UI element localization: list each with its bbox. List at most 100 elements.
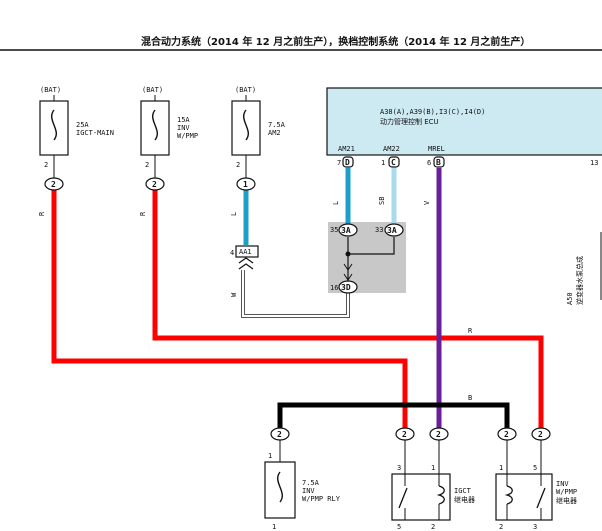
ecu-pin-bubble-am22 [388, 156, 400, 168]
ecu-body [326, 87, 602, 156]
connector-fuse1-out: 2 [44, 177, 64, 191]
connector-bottom-3: 2 [429, 427, 449, 441]
ecu-name: 动力管理控制 ECU [380, 117, 439, 126]
relay-inv-wpmp: 1 5 INV W/PMP 继电器 2 3 [495, 464, 577, 531]
svg-text:2: 2 [277, 430, 282, 439]
junction-trace-2 [348, 237, 395, 255]
page-title: 混合动力系统（2014 年 12 月之前生产），换档控制系统（2014 年 12… [141, 35, 530, 48]
wire-color-label: R [468, 327, 473, 335]
fuse-pin-bottom: 1 [272, 523, 276, 531]
ecu-pin-num-mrel: 6 [427, 159, 431, 167]
relay-pin: 3 [397, 464, 401, 472]
fuse-source-label: (BAT) [40, 86, 61, 94]
fuse-name-2: W/PMP RLY [302, 495, 341, 503]
connector-bottom-5: 2 [531, 427, 551, 441]
fuse-name-2: W/PMP [177, 132, 198, 140]
fuse-pin-top: 1 [268, 452, 272, 460]
junction-connector-33: 33 3A [375, 223, 404, 237]
relay-pin: 3 [533, 523, 537, 531]
junction-arrow-icon [343, 273, 353, 281]
ecu-pin-label-am21: AM21 [338, 145, 355, 153]
relay-body [391, 473, 451, 521]
fuse-source-label: (BAT) [142, 86, 163, 94]
relay-igct: 3 1 IGCT 继电器 5 2 [391, 464, 475, 531]
fuse-body [264, 461, 296, 519]
junction-connector-35: 35 3A [330, 223, 358, 237]
svg-text:1: 1 [243, 180, 248, 189]
relay-pin: 2 [431, 523, 435, 531]
connector-fuse3-out: 1 [236, 177, 256, 191]
wire-red-inv [152, 190, 544, 428]
fuse-pin: 2 [44, 161, 48, 169]
fuse-icon [277, 471, 283, 503]
ecu-pin-bubble-am21 [342, 156, 354, 168]
relay-body [495, 473, 553, 521]
connector-fuse2-out: 2 [145, 177, 165, 191]
svg-text:2: 2 [152, 180, 157, 189]
wire-color-label: B [468, 394, 472, 402]
relay-name: INV [556, 480, 569, 488]
fuse-icon [51, 109, 57, 141]
device-name: 逆变器水泵总成 [575, 256, 584, 305]
fuse-body [140, 100, 170, 156]
wire-color-label: L [332, 201, 340, 205]
ecu-pin-conn-am21: D [345, 158, 350, 167]
svg-text:2: 2 [538, 430, 543, 439]
fuse-name: AM2 [268, 129, 281, 137]
wire-color-label: R [38, 211, 46, 216]
fuse-rating: 25A [76, 121, 89, 129]
ecu-connectors: A38(A),A39(B),I3(C),I4(D) [380, 108, 485, 116]
ecu-pin-label-mrel: MREL [428, 145, 445, 153]
ecu-pin-conn-mrel: B [436, 158, 441, 167]
fuse-body [231, 100, 261, 156]
svg-text:2: 2 [402, 430, 407, 439]
relay-coil-icon [504, 485, 513, 505]
wire-color-label: R [139, 211, 147, 216]
relay-pin: 5 [397, 523, 401, 531]
relay-name: IGCT [454, 487, 472, 495]
fuse-name: IGCT-MAIN [76, 129, 114, 137]
fuse-inv-wpmp: (BAT) 15A INV W/PMP 2 [140, 86, 198, 178]
svg-text:3D: 3D [341, 283, 351, 292]
wire-color-label: V [423, 200, 431, 205]
svg-text:33: 33 [375, 226, 383, 234]
svg-text:2: 2 [51, 180, 56, 189]
splice-aa1: 4 AA1 [230, 245, 259, 270]
splice-chevron-icon [238, 257, 254, 270]
splice-pin: 4 [230, 249, 234, 257]
svg-text:16: 16 [330, 284, 338, 292]
wire-color-label: L [230, 212, 238, 216]
wire-color-label: SB [378, 197, 386, 205]
fuse-icon [243, 109, 249, 141]
svg-text:35: 35 [330, 226, 338, 234]
junction-connector-16: 16 3D [330, 280, 358, 294]
wire-color-label: W [230, 292, 238, 297]
ecu-pin-conn-am22: C [391, 158, 396, 167]
junction-arrow-icon [343, 263, 353, 271]
relay-name-2: 继电器 [454, 495, 475, 504]
ecu-pin-num-right: 13 [590, 159, 598, 167]
svg-text:3A: 3A [387, 226, 397, 235]
connector-bottom-1: 2 [270, 427, 290, 441]
fuse-icon [152, 109, 158, 141]
relay-pin: 2 [499, 523, 503, 531]
wire-black-bus [277, 402, 510, 428]
ecu-pin-label-am22: AM22 [383, 145, 400, 153]
fuse-rating: 7.5A [302, 479, 320, 487]
ecu-pin-bubble-mrel [433, 156, 445, 168]
splice-box [235, 245, 259, 258]
inverter-water-pump: A50 逆变器水泵总成 [566, 232, 602, 305]
ecu-pin-num-am21: 7 [337, 159, 341, 167]
fuse-rating: 7.5A [268, 121, 286, 129]
fuse-inv-wpmp-rly: 1 7.5A INV W/PMP RLY 1 [264, 452, 341, 531]
relay-pin: 1 [431, 464, 435, 472]
junction-dot [345, 251, 351, 257]
fuse-am2: (BAT) 7.5A AM2 2 [231, 86, 286, 178]
svg-text:2: 2 [504, 430, 509, 439]
wire-red-igct [51, 190, 408, 428]
relay-name-3: 继电器 [556, 496, 577, 505]
connector-bottom-4: 2 [497, 427, 517, 441]
relay-switch-icon [536, 487, 546, 509]
relay-switch-icon [398, 487, 408, 509]
